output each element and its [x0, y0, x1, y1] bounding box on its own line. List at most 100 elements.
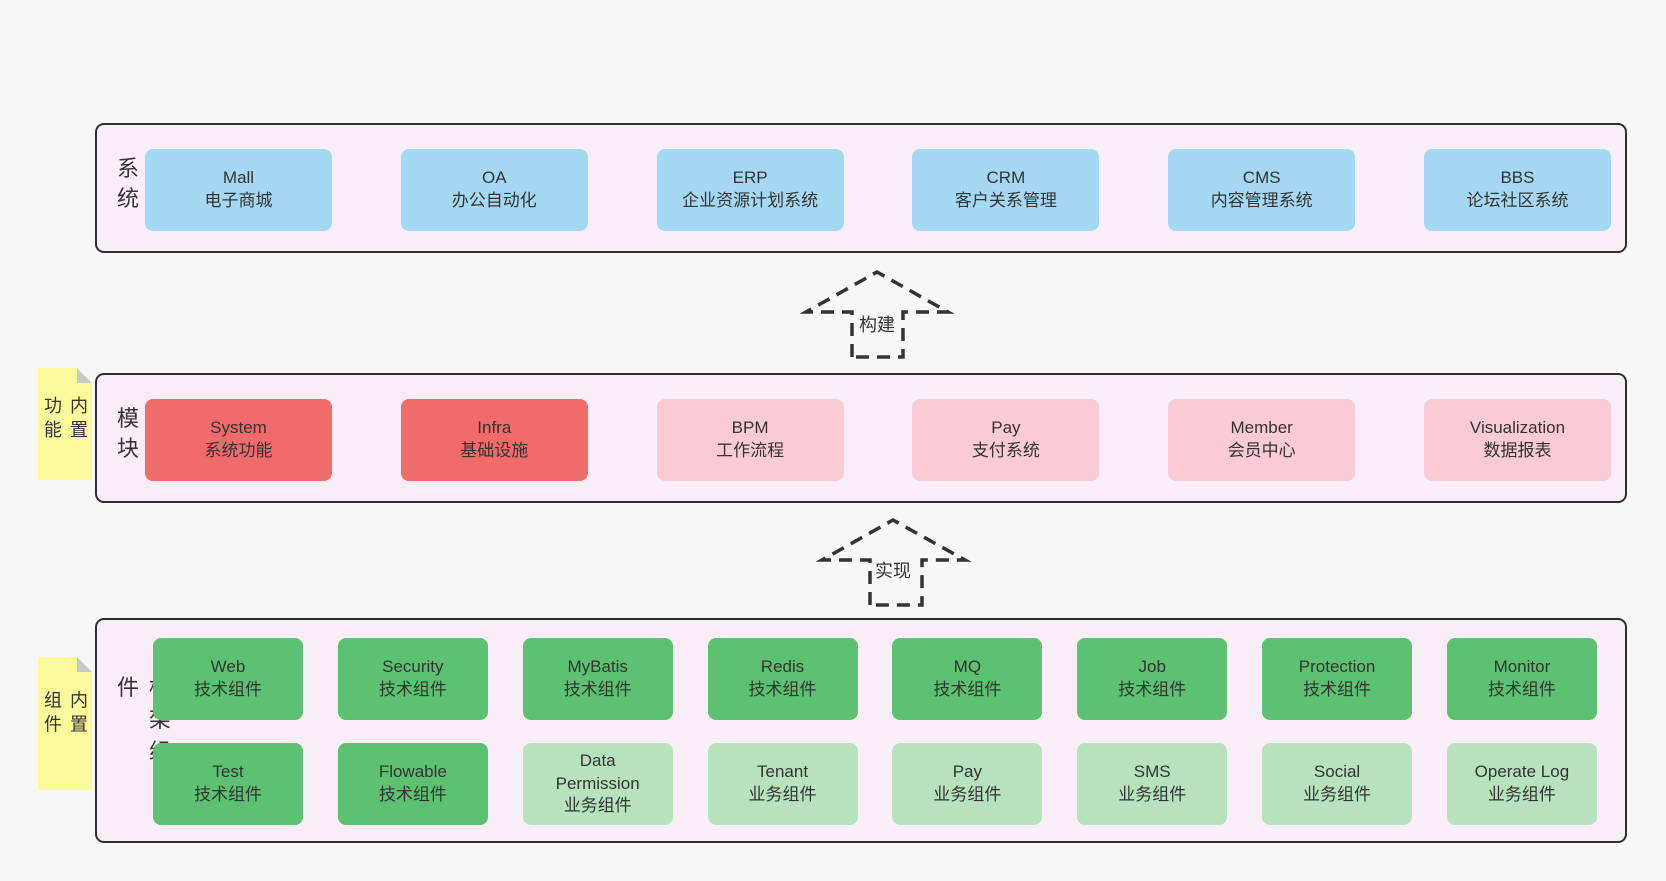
security-box: Security 技术组件 — [337, 638, 488, 720]
box-title: Security — [382, 657, 444, 677]
business-systems-row: Mall 电子商城 OA 办公自动化 ERP 企业资源计划系统 CRM 客户关系… — [145, 149, 1611, 231]
framework-components-panel: 框架组件 Web 技术组件 Security 技术组件 MyBatis 技术组件… — [95, 618, 1627, 843]
built-in-features-note-text: 内置功能 — [42, 396, 88, 444]
oa-box: OA 办公自动化 — [400, 149, 588, 231]
box-subtitle: 业务组件 — [1303, 785, 1372, 804]
social-box: Social 业务组件 — [1262, 743, 1413, 825]
box-title: Pay — [991, 418, 1021, 438]
bbs-box: BBS 论坛社区系统 — [1423, 149, 1611, 231]
box-subtitle: 业务组件 — [563, 796, 632, 816]
box-title: Social — [1313, 762, 1361, 782]
built-in-features-note: 内置功能 — [38, 368, 92, 480]
redis-box: Redis 技术组件 — [707, 638, 858, 720]
box-subtitle: 技术组件 — [748, 680, 817, 699]
box-subtitle: 技术组件 — [194, 785, 262, 804]
operate-log-box: Operate Log 业务组件 — [1446, 743, 1597, 825]
box-title: CMS — [1242, 168, 1281, 188]
tenant-box: Tenant 业务组件 — [707, 743, 858, 825]
erp-box: ERP 企业资源计划系统 — [656, 149, 844, 231]
visualization-box: Visualization 数据报表 — [1423, 399, 1611, 481]
bpm-box: BPM 工作流程 — [656, 399, 844, 481]
box-title: OA — [482, 168, 507, 188]
build-arrow-label: 构建 — [856, 310, 898, 338]
member-box: Member 会员中心 — [1168, 399, 1356, 481]
box-subtitle: 支付系统 — [971, 441, 1040, 460]
system-box: System 系统功能 — [145, 399, 332, 481]
box-subtitle: 系统功能 — [204, 441, 273, 460]
box-title: Redis — [760, 657, 805, 677]
box-subtitle: 技术组件 — [1118, 680, 1187, 699]
box-subtitle: 电子商城 — [204, 191, 273, 210]
flowable-box: Flowable 技术组件 — [337, 743, 488, 825]
box-title: Web — [210, 657, 246, 677]
mq-box: MQ 技术组件 — [892, 638, 1043, 720]
data-permission-box: Data Permission 业务组件 — [522, 743, 673, 825]
common-modules-panel: 通用模块 System 系统功能 Infra 基础设施 BPM 工作流程 Pay… — [95, 373, 1627, 503]
box-subtitle: 技术组件 — [563, 680, 632, 699]
box-title: ERP — [732, 168, 768, 188]
note-fold-corner — [77, 368, 92, 383]
box-title: Operate Log — [1474, 762, 1570, 782]
box-title: Monitor — [1493, 657, 1551, 677]
box-subtitle: 业务组件 — [1118, 785, 1187, 804]
monitor-box: Monitor 技术组件 — [1446, 638, 1597, 720]
framework-row-1: Web 技术组件 Security 技术组件 MyBatis 技术组件 Redi… — [153, 638, 1597, 720]
framework-row-2: Test 技术组件 Flowable 技术组件 Data Permission … — [153, 743, 1597, 825]
box-title: Mall — [222, 168, 255, 188]
common-modules-row: System 系统功能 Infra 基础设施 BPM 工作流程 Pay 支付系统… — [145, 399, 1611, 481]
box-title: Test — [212, 762, 244, 782]
business-systems-panel: 业务系统 Mall 电子商城 OA 办公自动化 ERP 企业资源计划系统 CRM… — [95, 123, 1627, 253]
built-in-components-note-text: 内置组件 — [42, 690, 88, 739]
pay-module-box: Pay 支付系统 — [912, 399, 1100, 481]
built-in-components-note: 内置组件 — [38, 657, 92, 790]
pay-component-box: Pay 业务组件 — [892, 743, 1043, 825]
box-subtitle: 会员中心 — [1227, 441, 1296, 460]
mall-box: Mall 电子商城 — [145, 149, 332, 231]
box-title: Flowable — [378, 762, 447, 782]
box-subtitle: 业务组件 — [1487, 785, 1556, 804]
job-box: Job 技术组件 — [1077, 638, 1228, 720]
box-title: BPM — [731, 418, 769, 438]
box-subtitle: 技术组件 — [378, 680, 447, 699]
box-title: MyBatis — [567, 657, 628, 677]
box-title: Protection — [1298, 657, 1376, 677]
test-box: Test 技术组件 — [153, 743, 303, 825]
box-subtitle: 数据报表 — [1483, 441, 1552, 460]
box-title: Visualization — [1469, 418, 1566, 438]
sms-box: SMS 业务组件 — [1077, 743, 1228, 825]
infra-box: Infra 基础设施 — [400, 399, 588, 481]
build-arrow — [800, 269, 955, 359]
box-subtitle: 办公自动化 — [451, 191, 537, 210]
note-fold-corner — [77, 657, 92, 672]
box-subtitle: 技术组件 — [933, 680, 1002, 699]
box-subtitle: 技术组件 — [194, 680, 262, 699]
box-title: MQ — [953, 657, 982, 677]
box-title: Member — [1230, 418, 1293, 438]
box-subtitle: 技术组件 — [1303, 680, 1372, 699]
box-title: Infra — [477, 418, 512, 438]
box-title: BBS — [1500, 168, 1535, 188]
box-subtitle: 企业资源计划系统 — [682, 191, 819, 210]
box-title: Tenant — [757, 762, 809, 782]
box-subtitle: 业务组件 — [933, 785, 1002, 804]
cms-box: CMS 内容管理系统 — [1168, 149, 1356, 231]
crm-box: CRM 客户关系管理 — [912, 149, 1100, 231]
box-title: SMS — [1133, 762, 1171, 782]
protection-box: Protection 技术组件 — [1262, 638, 1413, 720]
box-subtitle: 业务组件 — [748, 785, 817, 804]
box-subtitle: 技术组件 — [378, 785, 447, 804]
box-subtitle: 客户关系管理 — [954, 191, 1057, 210]
box-subtitle: 内容管理系统 — [1210, 191, 1313, 210]
box-subtitle: 基础设施 — [460, 441, 529, 460]
web-box: Web 技术组件 — [153, 638, 303, 720]
box-title: CRM — [986, 168, 1026, 188]
box-title: System — [210, 418, 267, 438]
box-title: Job — [1138, 657, 1166, 677]
implement-arrow — [816, 517, 972, 607]
box-subtitle: 工作流程 — [716, 441, 785, 460]
box-subtitle: 技术组件 — [1487, 680, 1556, 699]
mybatis-box: MyBatis 技术组件 — [522, 638, 673, 720]
implement-arrow-label: 实现 — [872, 556, 914, 584]
box-title: Data Permission — [555, 750, 640, 793]
box-title: Pay — [952, 762, 983, 782]
